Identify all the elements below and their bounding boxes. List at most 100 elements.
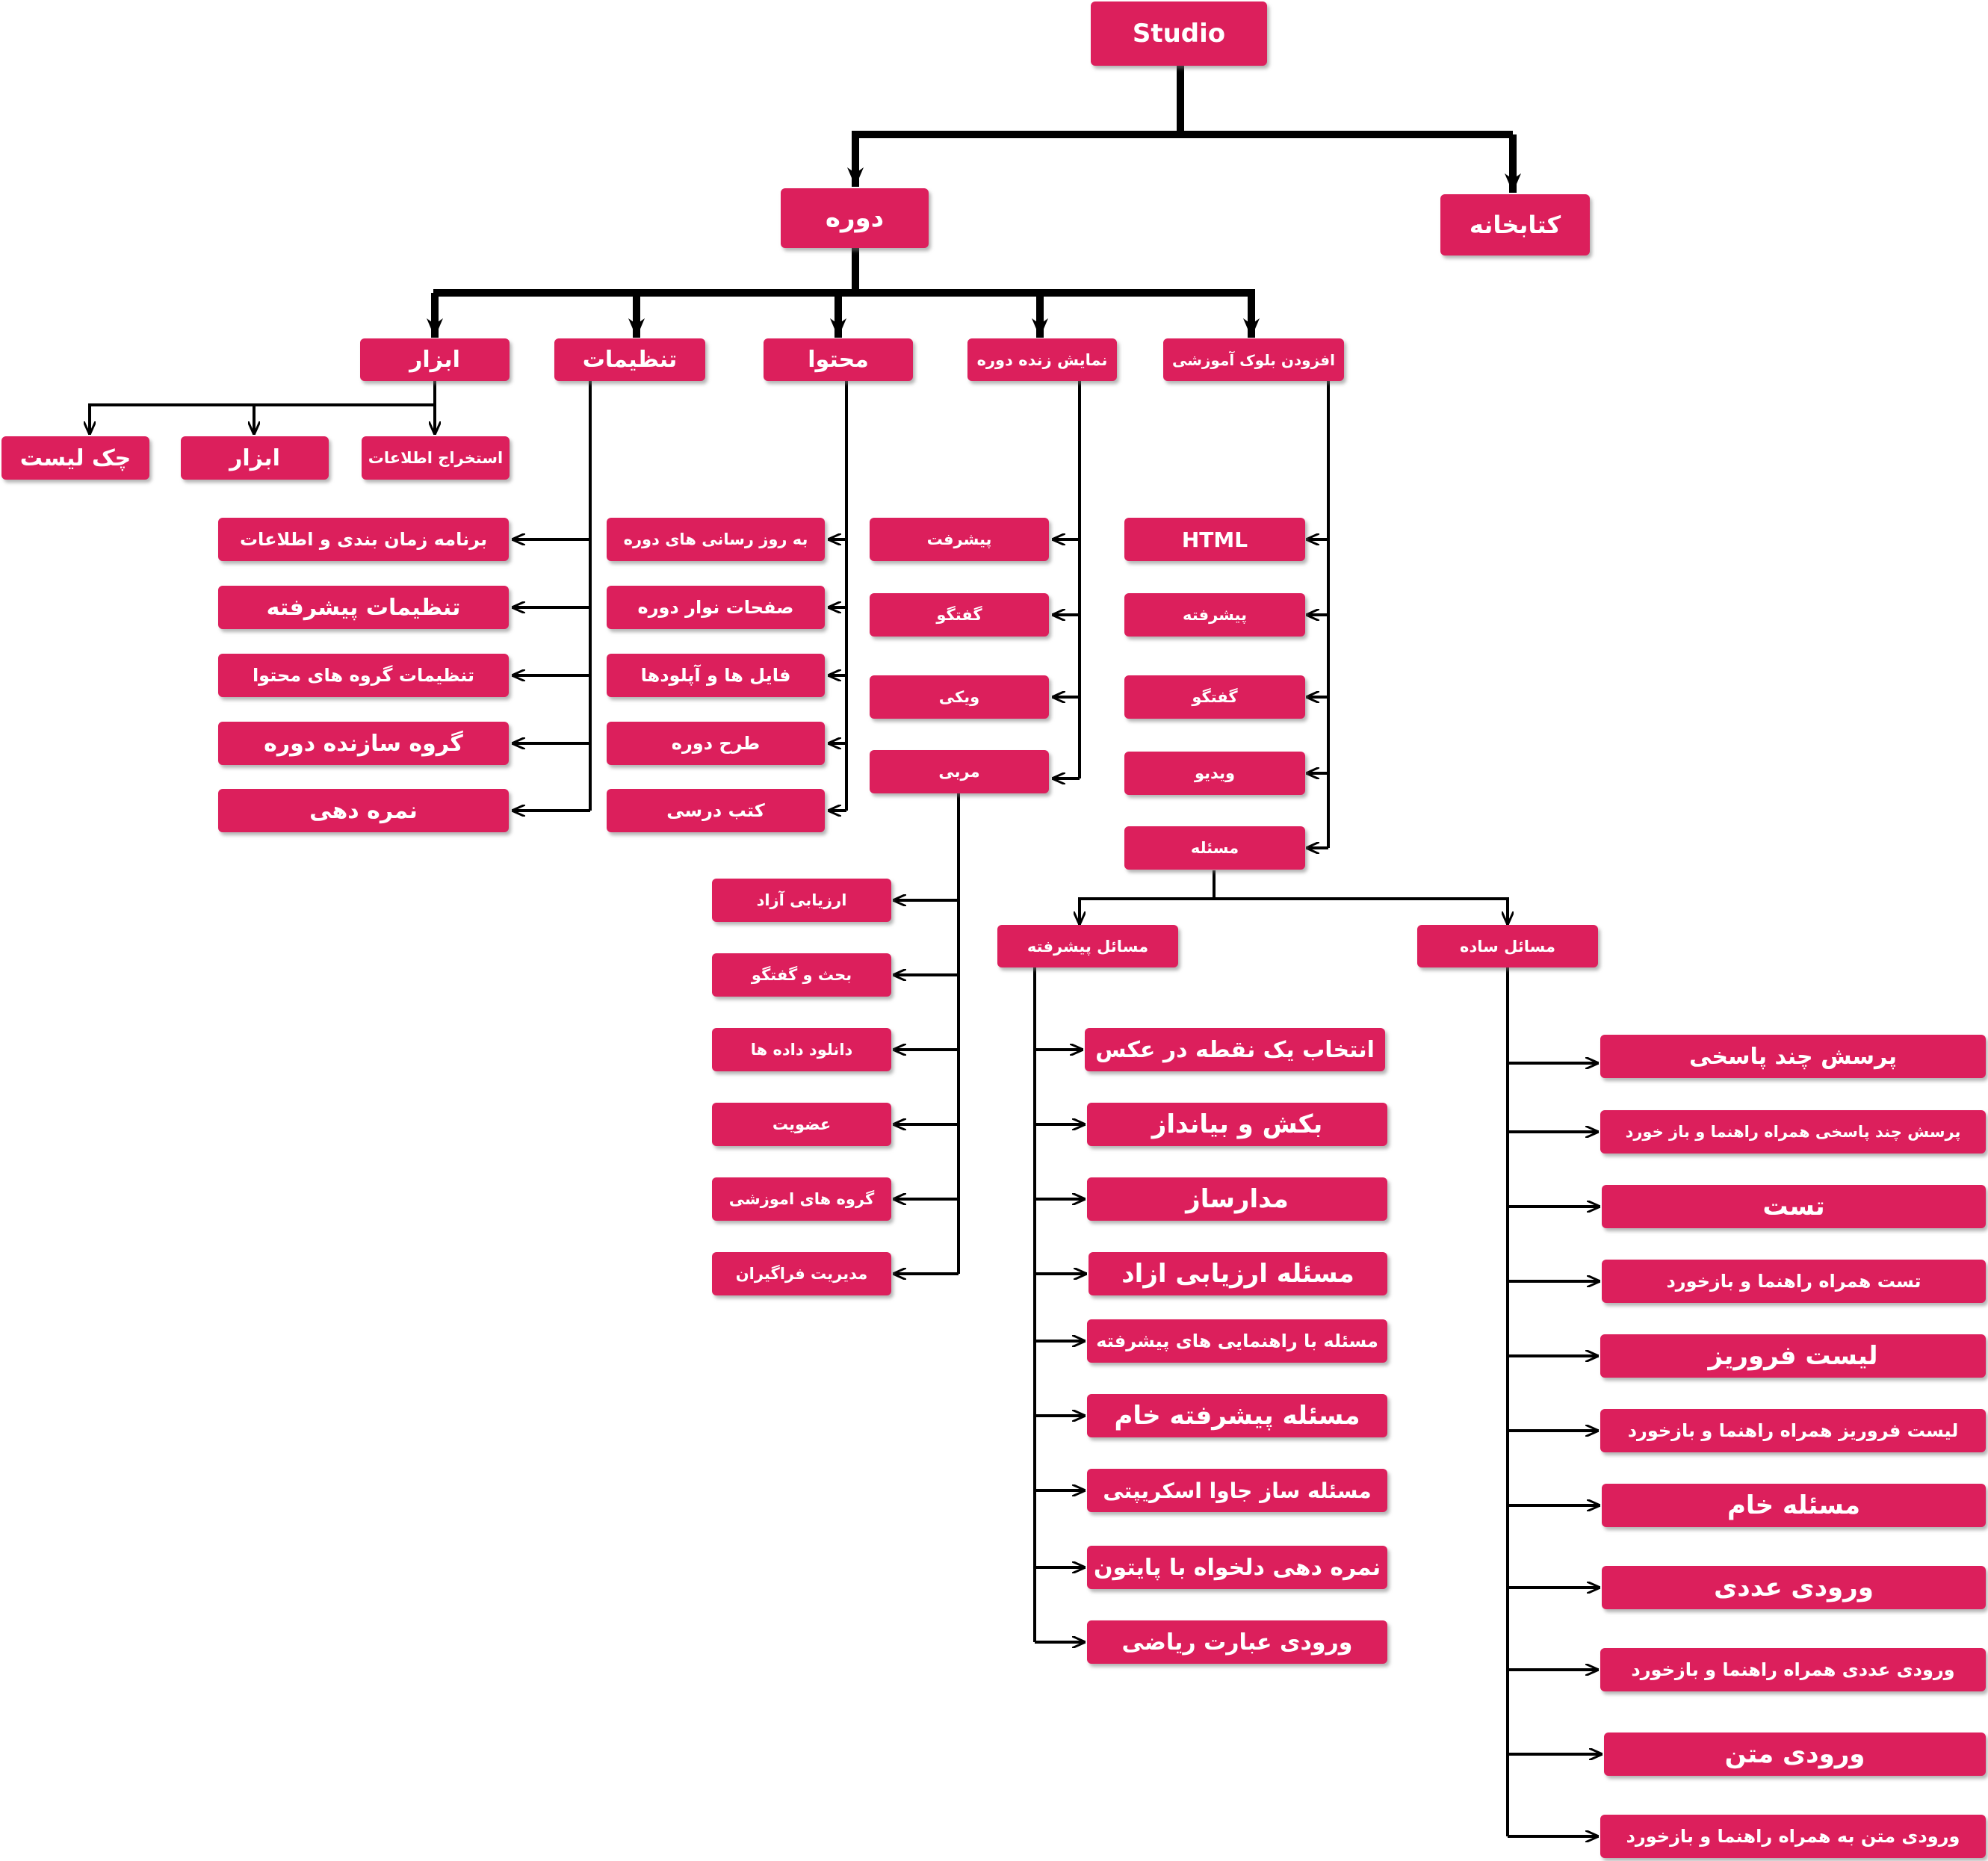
node-label: برنامه زمان بندی و اطلاعات — [239, 529, 488, 550]
connector-settings — [512, 381, 592, 811]
node-block-discussion: گفتگو — [1124, 675, 1305, 719]
node-course-updates: به روز رسانی های دوره — [607, 518, 825, 561]
node-label: ورودی متن — [1724, 1739, 1865, 1769]
node-content: محتوا — [764, 338, 913, 381]
node-label: نمره دهی دلخواه با پایتون — [1093, 1554, 1381, 1581]
node-adv-raw: مسئله پیشرفته خام — [1087, 1394, 1387, 1437]
node-adv-math-expression: ورودی عبارت ریاضی — [1087, 1620, 1387, 1664]
connector-course — [427, 248, 1260, 338]
node-label: تنظیمات — [582, 347, 678, 373]
node-adv-drag-drop: بکش و بیانداز — [1087, 1103, 1387, 1146]
node-adv-javascript: مسئله ساز جاوا اسکریپتی — [1087, 1469, 1387, 1512]
node-schedule-details: برنامه زمان بندی و اطلاعات — [218, 518, 509, 561]
node-label: ورودی عددی — [1714, 1573, 1874, 1603]
node-block-problem: مسئله — [1124, 826, 1305, 870]
node-tools: ابزار — [360, 338, 510, 381]
node-simple-checkbox: تست — [1602, 1185, 1986, 1228]
node-label: مسئله ساز جاوا اسکریپتی — [1103, 1478, 1372, 1503]
node-course-team: گروه سازنده دوره — [218, 722, 509, 765]
connector-addblock — [1306, 381, 1330, 848]
node-label: ابزار — [409, 347, 460, 373]
node-label: پیشرفت — [926, 530, 992, 548]
node-simple-dropdown: لیست فروریز — [1600, 1334, 1986, 1378]
node-label: ویدیو — [1194, 764, 1236, 782]
node-label: مسئله — [1190, 839, 1239, 857]
node-label: پیشرفته — [1183, 606, 1247, 624]
node-advanced-problems: مسائل پیشرفته — [997, 925, 1178, 967]
node-settings: تنظیمات — [554, 338, 705, 381]
node-simple-multiple-choice-hints: پرسش چند پاسخی همراه راهنما و باز خورد — [1600, 1110, 1986, 1154]
node-label: لیست فروریز — [1708, 1341, 1878, 1371]
node-simple-raw: مسئله خام — [1602, 1484, 1986, 1527]
connector-advanced-problems — [1033, 967, 1087, 1642]
node-label: نمره دهی — [309, 797, 418, 824]
node-textbooks: کتب درسی — [607, 789, 825, 832]
node-tools-tool: ابزار — [181, 436, 329, 480]
node-label: پرسش چند پاسخی — [1689, 1043, 1897, 1070]
node-advanced-settings: تنظیمات پیشرفته — [218, 586, 509, 629]
node-simple-text-input-hints: ورودی متن به همراه راهنما و بازخورد — [1600, 1815, 1986, 1858]
node-label: چک لیست — [19, 445, 131, 471]
node-label: گفتگو — [1192, 688, 1238, 706]
node-label: ویکی — [938, 688, 980, 706]
node-label: مسئله خام — [1727, 1490, 1861, 1520]
node-data-download: دانلود داده ها — [712, 1028, 891, 1071]
node-label: مسئله ارزیابی ازاد — [1121, 1259, 1354, 1289]
node-label: مسئله پیشرفته خام — [1114, 1401, 1360, 1431]
node-simple-numerical-hints: ورودی عددی همراه راهنما و بازخورد — [1600, 1648, 1986, 1691]
node-label: مدیریت فراگیران — [735, 1265, 868, 1283]
connector-simple-problems — [1506, 967, 1603, 1836]
node-label: ارزیابی آزاد — [756, 891, 847, 909]
node-label: ورودی عبارت ریاضی — [1121, 1629, 1353, 1656]
node-label: مربی — [938, 763, 980, 781]
connector-tools — [88, 381, 436, 435]
connector-live — [1052, 381, 1081, 778]
connector-studio — [847, 66, 1521, 193]
node-label: تست — [1762, 1192, 1825, 1221]
node-label: تست همراه راهنما و بازخورد — [1666, 1271, 1922, 1292]
node-files-uploads: فایل ها و آپلودها — [607, 654, 825, 697]
node-label: ابزار — [229, 445, 280, 471]
node-label: تنظیمات پیشرفته — [266, 594, 461, 621]
node-live-wiki: ویکی — [870, 675, 1049, 719]
node-course-outline: طرح دوره — [607, 722, 825, 765]
node-learner-management: مدیریت فراگیران — [712, 1252, 891, 1295]
node-discussion-debate: بحث و گفتگو — [712, 953, 891, 997]
node-label: مسائل پیشرفته — [1026, 937, 1149, 956]
node-adv-circuit: مدارساز — [1087, 1177, 1387, 1221]
connector-content — [828, 381, 848, 811]
node-label: ورودی متن به همراه راهنما و بازخورد — [1626, 1826, 1960, 1847]
node-label: افزودن بلوک آموزشی — [1172, 350, 1335, 369]
node-data-extraction: استخراج اطلاعات — [362, 436, 510, 480]
node-adv-hints: مسئله با راهنمایی های پیشرفته — [1087, 1319, 1387, 1363]
node-label: Studio — [1132, 19, 1226, 49]
node-simple-multiple-choice: پرسش چند پاسخی — [1600, 1035, 1986, 1078]
node-label: HTML — [1181, 527, 1248, 552]
node-label: طرح دوره — [671, 733, 761, 754]
node-checklist: چک لیست — [1, 436, 149, 480]
node-label: کتابخانه — [1469, 211, 1561, 239]
node-label: لیست فروریز همراه راهنما و بازخورد — [1627, 1420, 1959, 1441]
node-simple-problems: مسائل ساده — [1417, 925, 1598, 967]
node-simple-numerical: ورودی عددی — [1602, 1566, 1986, 1609]
node-label: دوره — [825, 203, 885, 233]
node-add-block: افزودن بلوک آموزشی — [1163, 338, 1344, 381]
node-label: گروه سازنده دوره — [264, 730, 463, 757]
node-course: دوره — [781, 188, 929, 248]
node-simple-checkbox-hints: تست همراه راهنما و بازخورد — [1602, 1260, 1986, 1303]
node-label: صفحات نوار دوره — [637, 597, 794, 618]
node-block-video: ویدیو — [1124, 752, 1305, 795]
node-label: تنظیمات گروه های محتوا — [252, 665, 475, 686]
node-label: عضویت — [772, 1115, 832, 1133]
node-block-advanced: پیشرفته — [1124, 593, 1305, 637]
node-label: پرسش چند پاسخی همراه راهنما و باز خورد — [1625, 1123, 1961, 1141]
connector-instructor — [893, 793, 960, 1274]
node-label: استخراج اطلاعات — [368, 449, 504, 467]
node-label: انتخاب یک نقطه در عکس — [1095, 1036, 1375, 1063]
node-adv-open-assessment: مسئله ارزیابی ازاد — [1089, 1252, 1387, 1295]
node-label: فایل ها و آپلودها — [640, 665, 791, 686]
node-label: دانلود داده ها — [750, 1041, 853, 1059]
node-label: گروه های اموزشی — [728, 1190, 875, 1208]
